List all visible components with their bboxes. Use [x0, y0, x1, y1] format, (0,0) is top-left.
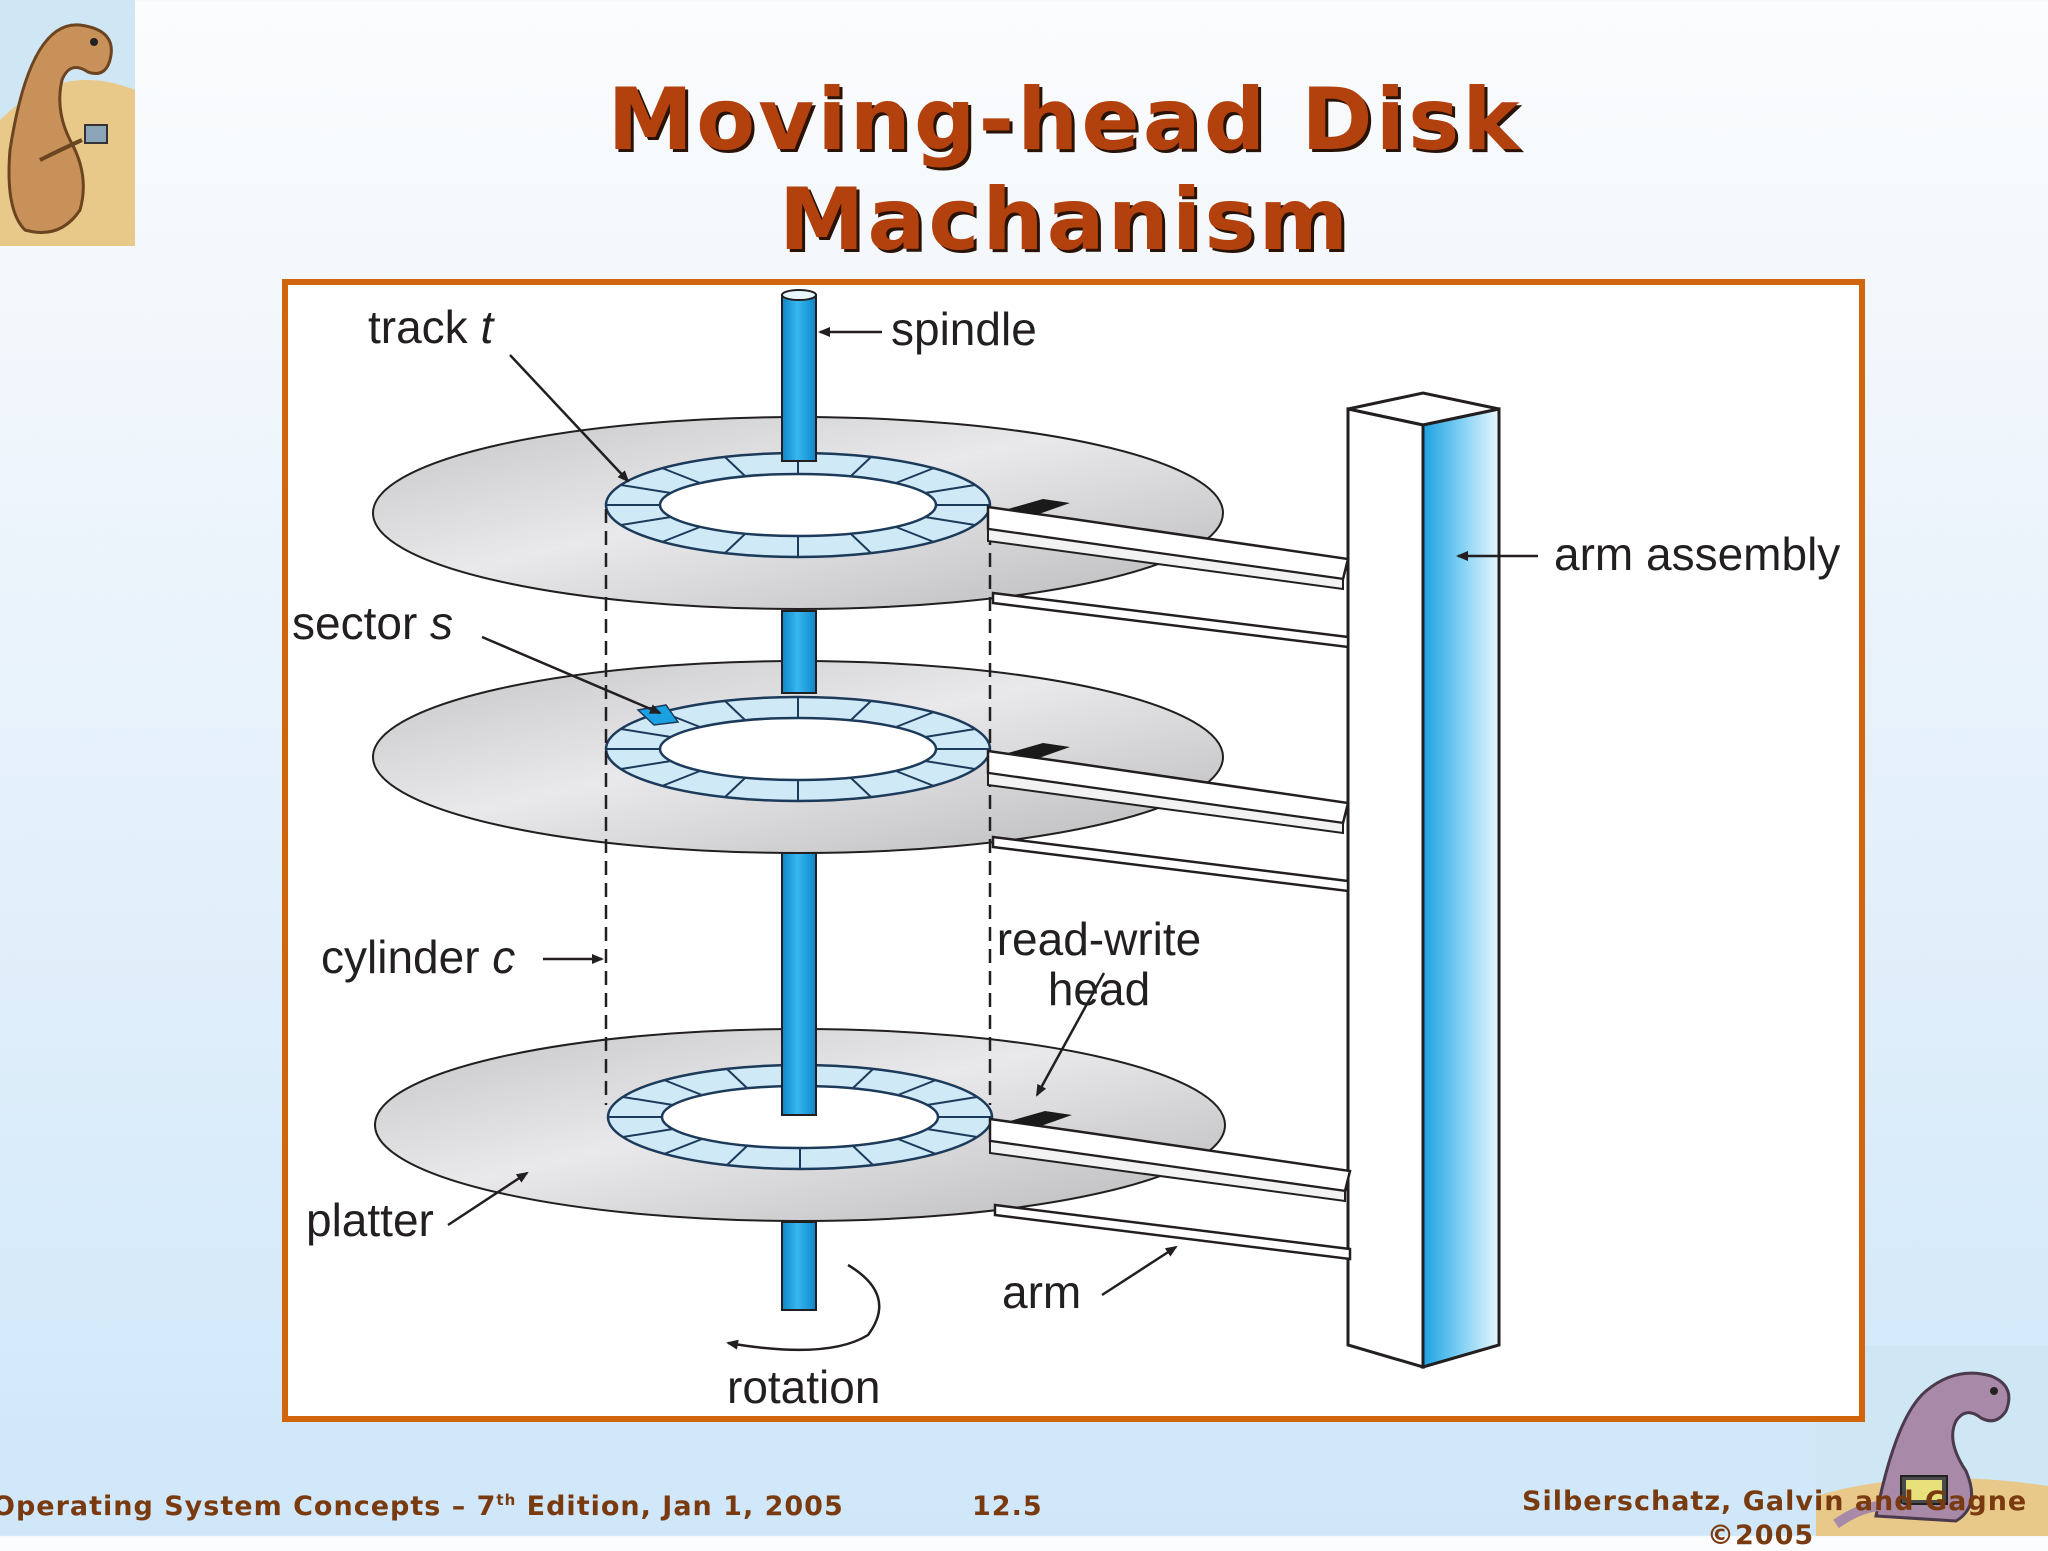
slide-title: Moving-head Disk Machanism — [607, 70, 1523, 270]
rotation-label: rotation — [727, 1361, 880, 1413]
sector-label: sector s — [292, 597, 453, 649]
cylinder-label: cylinder c — [321, 931, 515, 983]
cylinder-outline — [604, 509, 992, 1105]
read-write-label: read-write — [997, 913, 1202, 965]
arm-assembly-pillar — [1346, 391, 1501, 1370]
arm-arrow — [1101, 1245, 1178, 1297]
track-label: track t — [368, 301, 495, 353]
spindle — [781, 289, 817, 1311]
highlighted-sector — [636, 704, 680, 726]
footer-authors: Silberschatz, Galvin and Gagne — [1522, 1486, 2028, 1517]
platter-label: platter — [306, 1194, 434, 1246]
sector-arrow — [481, 635, 662, 715]
arm-assembly-label: arm assembly — [1554, 528, 1840, 580]
read-write-head-arrow — [1035, 972, 1106, 1097]
disk-mechanism-diagram: track t spindle arm assembly sector s cy… — [292, 289, 1840, 1413]
track-arrow — [509, 354, 630, 483]
disk-diagram-frame: track t spindle arm assembly sector s cy… — [282, 279, 1865, 1422]
dinosaur-mascot-top-left — [0, 0, 135, 246]
arm-label: arm — [1002, 1266, 1081, 1318]
spindle-label: spindle — [891, 303, 1037, 355]
footer-page-number: 12.5 — [972, 1491, 1043, 1522]
rotation-arrow — [726, 1263, 881, 1352]
platter-arrow — [447, 1171, 529, 1227]
head-label: head — [1048, 963, 1150, 1015]
footer-course-info: Operating System Concepts – 7th Edition,… — [0, 1491, 844, 1522]
